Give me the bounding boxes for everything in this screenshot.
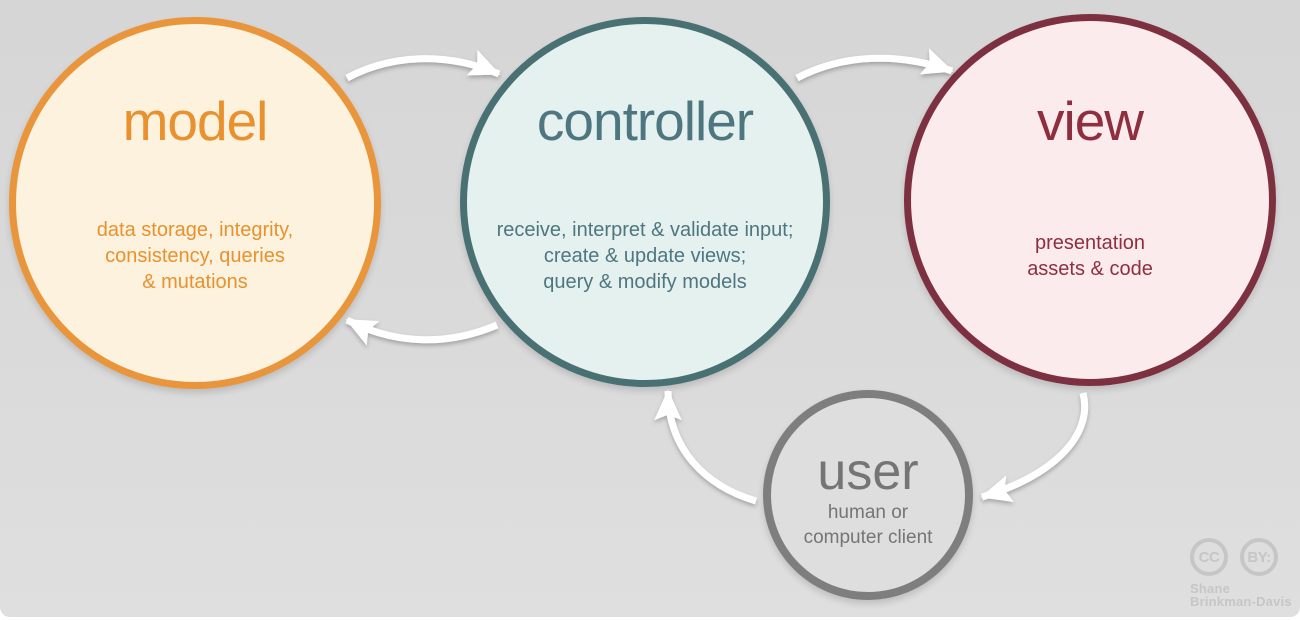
node-user-title: user — [817, 443, 919, 501]
node-view-title: view — [1036, 90, 1144, 152]
node-controller-title: controller — [536, 90, 754, 152]
node-user-description: human or computer client — [803, 502, 933, 548]
node-model: model data storage, integrity, consisten… — [9, 17, 381, 389]
node-view: view presentation assets & code — [904, 14, 1276, 386]
author-name: Shane Brinkman-Davis — [1190, 581, 1292, 609]
node-controller: controller receive, interpret & validate… — [460, 17, 830, 387]
cc-by-icon: BY: — [1240, 538, 1278, 576]
node-view-description: presentation assets & code — [1027, 232, 1153, 280]
cc-icon: CC — [1190, 538, 1228, 576]
node-model-title: model — [122, 90, 269, 152]
node-controller-description: receive, interpret & validate input; cre… — [496, 219, 794, 293]
license-icons: CC BY: — [1190, 538, 1292, 576]
node-model-description: data storage, integrity, consistency, qu… — [96, 219, 294, 293]
node-user: user human or computer client — [763, 390, 973, 600]
attribution: CC BY: Shane Brinkman-Davis — [1190, 538, 1292, 608]
